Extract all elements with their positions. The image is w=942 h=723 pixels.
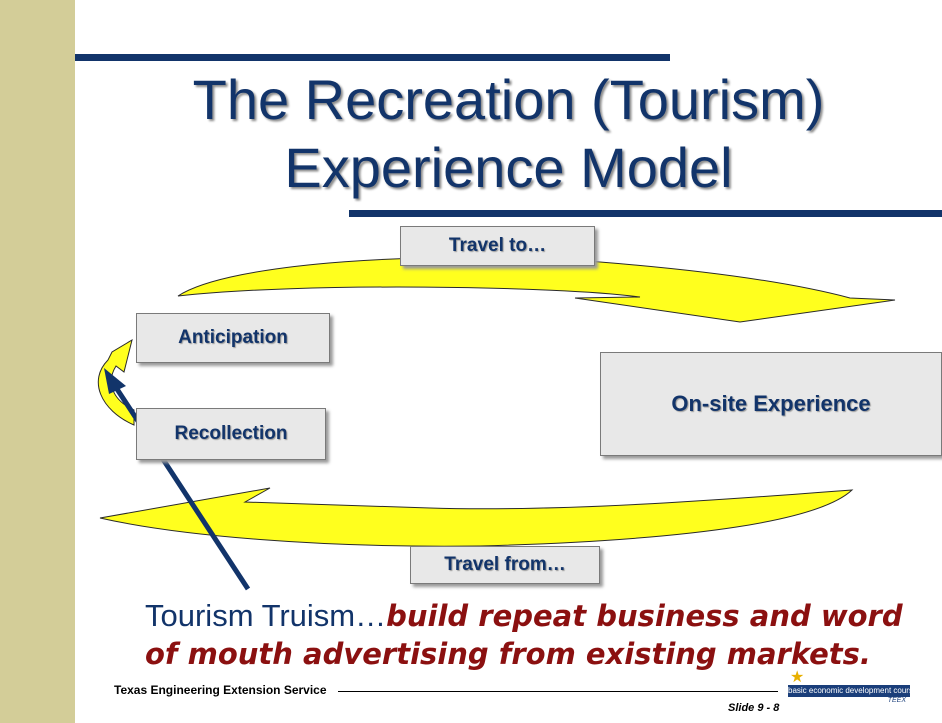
slide-title: The Recreation (Tourism) Experience Mode… [75, 66, 942, 202]
loop-arrow [97, 338, 135, 426]
title-line-1: The Recreation (Tourism) [192, 68, 825, 131]
travel-to-box: Travel to… [400, 226, 595, 266]
truism-text: Tourism Truism…build repeat business and… [145, 597, 935, 673]
recollection-box: Recollection [136, 408, 326, 460]
star-icon: ★ [790, 669, 805, 686]
logo-band: basic economic development course [788, 685, 910, 697]
travel-from-label: Travel from… [444, 554, 566, 575]
truism-emphasis: build repeat business and word [386, 599, 903, 633]
course-logo: ★ basic economic development course TEEX [788, 670, 910, 710]
sidebar-strip [0, 0, 75, 723]
footer-org: Texas Engineering Extension Service [114, 683, 327, 697]
slide-number: Slide 9 - 8 [728, 702, 780, 714]
travel-from-box: Travel from… [410, 546, 600, 584]
anticipation-box: Anticipation [136, 313, 330, 363]
truism-lead: Tourism Truism… [145, 598, 387, 633]
anticipation-label: Anticipation [178, 327, 288, 348]
logo-sub: TEEX [887, 697, 906, 704]
onsite-experience-label: On-site Experience [671, 391, 871, 416]
onsite-experience-box: On-site Experience [600, 352, 942, 456]
title-rule-bottom [349, 210, 942, 217]
title-rule-top [75, 54, 670, 61]
travel-from-arrow [99, 487, 854, 547]
footer-rule [338, 691, 778, 692]
recollection-label: Recollection [174, 423, 288, 444]
travel-to-arrow [177, 256, 896, 323]
travel-to-label: Travel to… [448, 235, 547, 256]
truism-line-2: of mouth advertising from existing marke… [145, 637, 871, 671]
title-line-2: Experience Model [284, 136, 733, 199]
truism-pointer-head [104, 368, 126, 394]
